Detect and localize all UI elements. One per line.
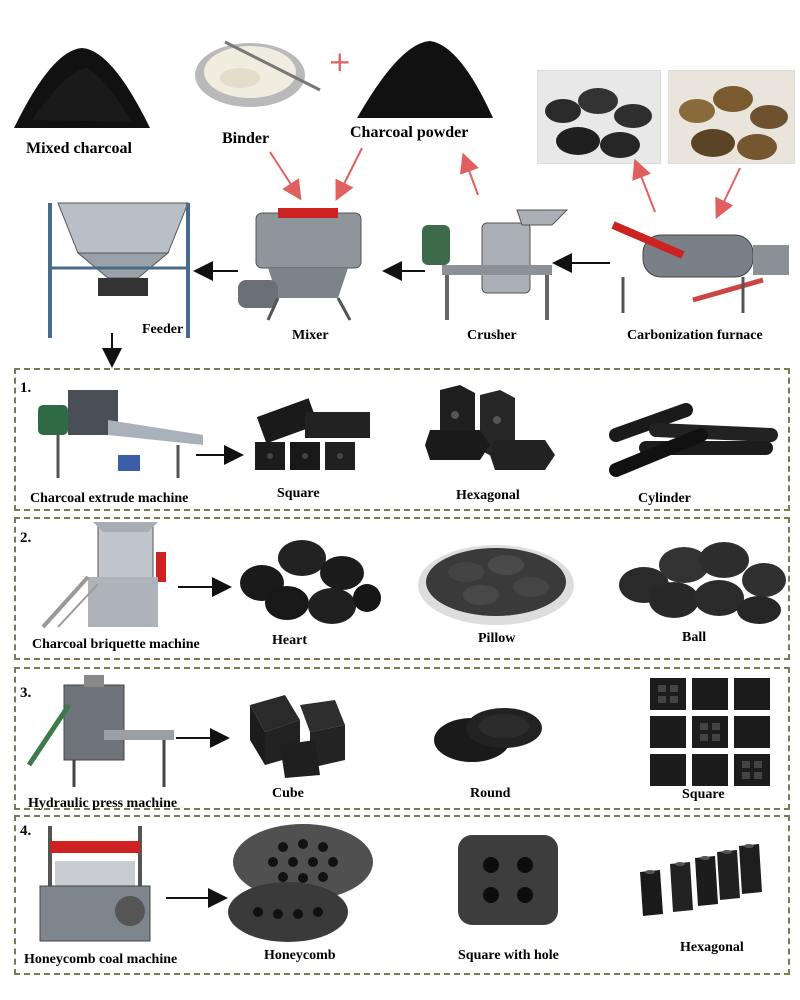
- square-grid-briquettes: [650, 678, 770, 786]
- cube-briquettes: [250, 695, 345, 778]
- round-briquettes: [434, 708, 542, 762]
- mixer-label: Mixer: [292, 328, 329, 343]
- section-3-product-2-label: Round: [470, 786, 511, 801]
- charcoal-powder-label: Charcoal powder: [350, 124, 469, 141]
- section-4-machine-label: Honeycomb coal machine: [24, 952, 178, 967]
- section-2-product-1-label: Heart: [272, 633, 307, 648]
- section-4-number: 4.: [20, 823, 32, 839]
- ball-briquettes: [619, 542, 786, 624]
- hydraulic-press-machine: [26, 675, 174, 787]
- mixed-charcoal-label: Mixed charcoal: [26, 140, 132, 157]
- hexagonal-briquettes: [425, 385, 555, 470]
- red-flow-arrows: [269, 147, 741, 220]
- extrude-machine: [38, 390, 203, 478]
- section-1-product-1-label: Square: [277, 486, 320, 501]
- section-1-product-3-label: Cylinder: [638, 491, 691, 506]
- plus-sign: +: [328, 45, 352, 78]
- feeder-machine: [48, 202, 190, 338]
- charcoal-powder-pile: [357, 41, 493, 118]
- section-4-box: [14, 815, 790, 975]
- carbonized-shells-photo: [537, 70, 661, 164]
- section-4-product-3-label: Hexagonal: [680, 940, 744, 955]
- cylinder-briquettes: [609, 403, 778, 477]
- section-1-number: 1.: [20, 380, 32, 396]
- section-1-box: [14, 368, 790, 511]
- section-2-product-2-label: Pillow: [478, 631, 516, 646]
- section-1-machine-label: Charcoal extrude machine: [30, 491, 189, 506]
- pillow-briquettes: [418, 545, 574, 625]
- binder-bowl: [195, 40, 321, 107]
- square-briquettes: [255, 398, 370, 470]
- section-3-product-1-label: Cube: [272, 786, 304, 801]
- section-2-number: 2.: [20, 530, 32, 546]
- section-2-product-3-label: Ball: [682, 630, 707, 645]
- section-4-product-1-label: Honeycomb: [264, 948, 336, 963]
- honeycomb-coal-machine: [39, 826, 151, 942]
- section-4-product-2-label: Square with hole: [458, 948, 559, 963]
- mixer-machine: [238, 208, 362, 321]
- binder-label: Binder: [222, 130, 270, 147]
- raw-shells-photo: [668, 70, 795, 164]
- hexagonal-honeycomb-briquettes: [640, 844, 762, 916]
- carbonization-furnace: [611, 221, 789, 313]
- section-1-product-2-label: Hexagonal: [456, 488, 520, 503]
- crusher-machine: [422, 209, 569, 320]
- feeder-label: Feeder: [142, 322, 184, 337]
- section-3-product-3-label: Square: [682, 787, 725, 802]
- briquette-machine: [41, 522, 166, 629]
- section-2-box: [14, 517, 790, 660]
- carbonization-furnace-label: Carbonization furnace: [627, 328, 763, 343]
- section-2-machine-label: Charcoal briquette machine: [32, 637, 200, 652]
- section-3-number: 3.: [20, 685, 32, 701]
- black-flow-arrows: [102, 253, 610, 368]
- heart-briquettes: [240, 540, 381, 624]
- section-3-machine-label: Hydraulic press machine: [28, 796, 178, 811]
- crusher-label: Crusher: [467, 328, 517, 343]
- section-3-box: [14, 667, 790, 810]
- honeycomb-briquettes: [228, 824, 373, 942]
- mixed-charcoal-pile: [14, 48, 150, 128]
- square-with-hole-briquette: [458, 835, 558, 925]
